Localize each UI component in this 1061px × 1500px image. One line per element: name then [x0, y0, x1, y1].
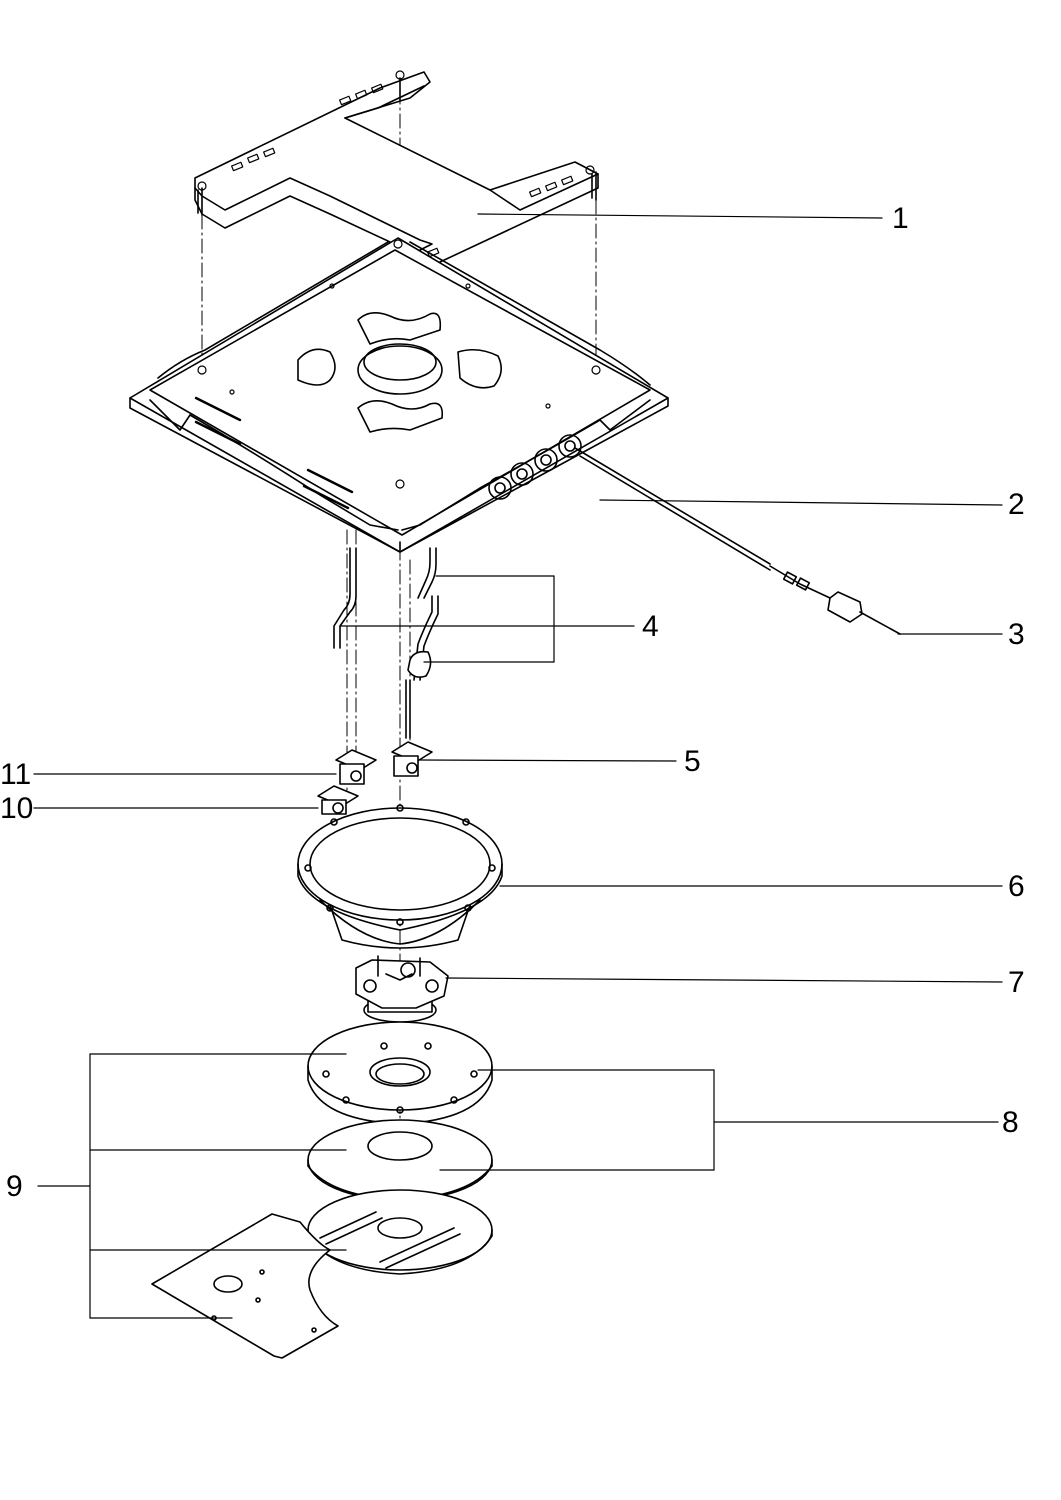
callout-8: 8 — [1002, 1106, 1019, 1139]
base-disc — [307, 1021, 493, 1125]
housing-base — [129, 237, 669, 553]
callout-11: 11 — [0, 758, 31, 791]
callout-7: 7 — [1008, 966, 1025, 999]
center-mechanism — [355, 955, 449, 1023]
callout-3: 3 — [1008, 618, 1025, 651]
gasket-disc — [307, 1119, 493, 1201]
callout-6: 6 — [1008, 870, 1025, 903]
mounting-ring — [297, 804, 503, 949]
cable-assembly — [574, 447, 901, 635]
leader-lines — [33, 213, 1003, 1319]
brackets-5-10-11 — [317, 741, 433, 815]
callout-10: 10 — [0, 792, 33, 825]
callout-1: 1 — [892, 202, 909, 235]
callout-5: 5 — [684, 745, 701, 778]
callout-2: 2 — [1008, 488, 1025, 521]
tube-assembly — [333, 547, 439, 739]
cable-glands — [488, 434, 582, 500]
slotted-plate — [307, 1189, 493, 1275]
mounting-sheet — [151, 1213, 339, 1359]
callout-9: 9 — [6, 1170, 23, 1203]
callout-labels: 1 2 3 4 5 6 7 8 9 10 11 — [0, 202, 1025, 1203]
callout-4: 4 — [642, 610, 659, 643]
